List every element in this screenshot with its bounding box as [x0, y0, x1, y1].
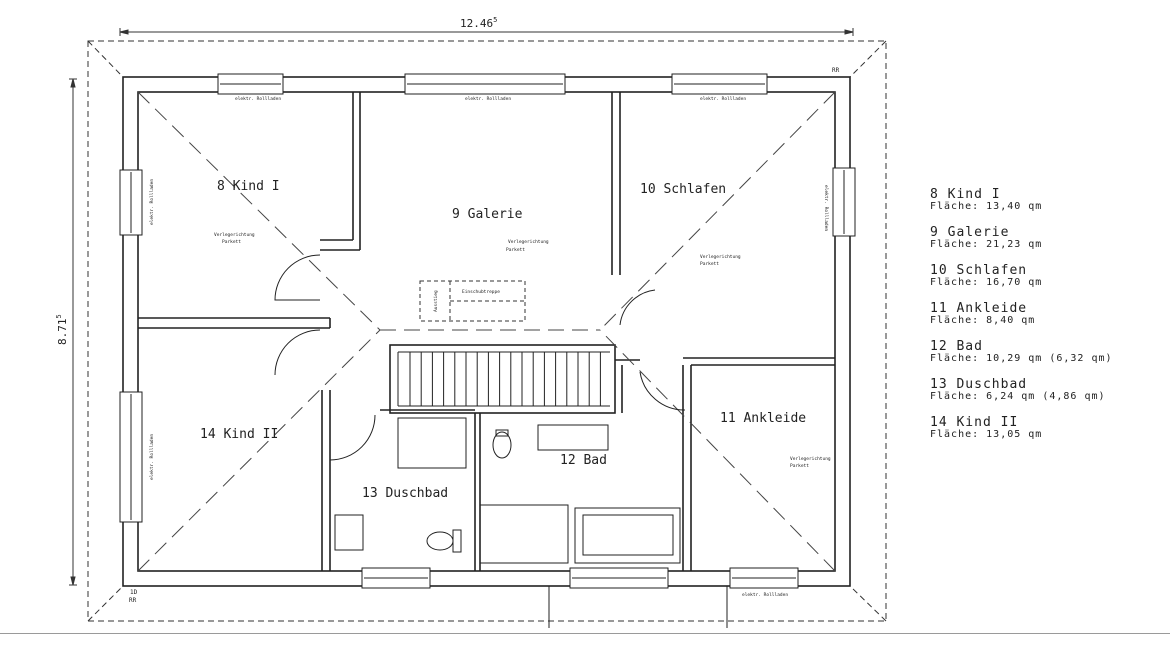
windows: [119, 73, 856, 589]
room-label-bad: 12 Bad: [560, 453, 607, 468]
room-label-schlafen: 10 Schlafen: [640, 182, 726, 197]
dimension-width: [119, 28, 854, 36]
window-label-bottom-3: elektr. Rollladen: [742, 592, 788, 598]
legend-room-area: Fläche: 13,05 qm: [930, 429, 1043, 440]
dimension-width-label: 12.465: [460, 16, 497, 30]
window-label-left-1: elektr. Rollladen: [149, 179, 155, 225]
floor-parkett-schlafen: Parkett: [700, 261, 719, 267]
legend-room-name: 14 Kind II: [930, 415, 1019, 430]
legend-room-area: Fläche: 13,40 qm: [930, 201, 1043, 212]
room-label-ankleide: 11 Ankleide: [720, 411, 806, 426]
legend-room-area: Fläche: 16,70 qm: [930, 277, 1043, 288]
legend-room-name: 12 Bad: [930, 339, 983, 354]
legend-room-area: Fläche: 21,23 qm: [930, 239, 1043, 250]
staircase: [397, 351, 610, 407]
hatch-label-einschub: Einschubtreppe: [462, 289, 500, 295]
room-label-kind2: 14 Kind II: [200, 427, 278, 442]
legend-room-name: 9 Galerie: [930, 225, 1010, 240]
dimension-height: [69, 78, 77, 586]
room-label-duschbad: 13 Duschbad: [362, 486, 448, 501]
window-label-top-3: elektr. Rollladen: [700, 96, 746, 102]
window-sills: [130, 83, 845, 579]
rr-marker-top: RR: [832, 67, 840, 74]
roof-diagonals: [137, 91, 836, 572]
section-lines: [548, 586, 728, 628]
hatch-label-ausstieg: Ausstieg: [433, 290, 439, 312]
legend-room-area: Fläche: 6,24 qm (4,86 qm): [930, 391, 1106, 402]
legend-room-area: Fläche: 10,29 qm (6,32 qm): [930, 353, 1113, 364]
legend-entry: 12 Bad Fläche: 10,29 qm (6,32 qm): [930, 340, 1160, 364]
legend-entry: 14 Kind II Fläche: 13,05 qm: [930, 416, 1160, 440]
stair-treads: [409, 352, 601, 406]
legend-entry: 11 Ankleide Fläche: 8,40 qm: [930, 302, 1160, 326]
legend-entry: 10 Schlafen Fläche: 16,70 qm: [930, 264, 1160, 288]
legend-entry: 8 Kind I Fläche: 13,40 qm: [930, 188, 1160, 212]
walls: [122, 76, 851, 587]
legend-entry: 9 Galerie Fläche: 21,23 qm: [930, 226, 1160, 250]
sanitary-fixtures: [334, 417, 681, 564]
floor-verlege-galerie: Verlegerichtung: [508, 239, 549, 245]
rr-marker-bottom: RR: [129, 597, 137, 604]
legend-room-area: Fläche: 8,40 qm: [930, 315, 1036, 326]
window-label-right-1: elektr. Rollladen: [823, 185, 829, 231]
room-label-kind1: 8 Kind I: [217, 179, 280, 194]
floor-parkett-kind1: Parkett: [222, 239, 241, 245]
legend-entry: 13 Duschbad Fläche: 6,24 qm (4,86 qm): [930, 378, 1160, 402]
page-baseline: [0, 633, 1170, 634]
room-area-legend: 8 Kind I Fläche: 13,40 qm 9 Galerie Fläc…: [930, 188, 1160, 454]
floor-parkett-ankleide: Parkett: [790, 463, 809, 469]
floor-verlege-ankleide: Verlegerichtung: [790, 456, 831, 462]
window-label-top-2: elektr. Rollladen: [465, 96, 511, 102]
floor-verlege-schlafen: Verlegerichtung: [700, 254, 741, 260]
dimension-height-label: 8.715: [55, 314, 69, 345]
floor-verlege-kind1: Verlegerichtung: [214, 232, 255, 238]
window-label-left-2: elektr. Rollladen: [149, 434, 155, 480]
attic-hatch: [419, 280, 526, 322]
window-label-top-1: elektr. Rollladen: [235, 96, 281, 102]
room-label-galerie: 9 Galerie: [452, 207, 523, 222]
legend-room-name: 10 Schlafen: [930, 263, 1028, 278]
legend-room-name: 8 Kind I: [930, 187, 1001, 202]
floor-parkett-galerie: Parkett: [506, 247, 525, 253]
roof-outline: [87, 40, 887, 622]
doors: [274, 254, 686, 461]
legend-room-name: 13 Duschbad: [930, 377, 1028, 392]
rr-marker-bottom-code: 1D: [130, 589, 138, 596]
legend-room-name: 11 Ankleide: [930, 301, 1028, 316]
